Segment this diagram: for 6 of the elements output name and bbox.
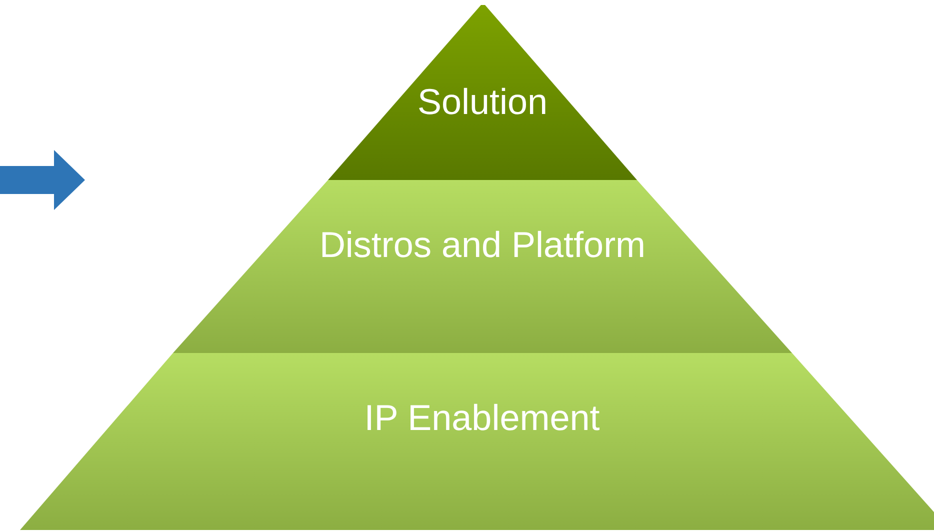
tier-label: Solution: [416, 81, 549, 123]
pyramid-tier: [20, 353, 934, 530]
tier-label: IP Enablement: [363, 397, 601, 439]
pyramid-tier: [328, 5, 637, 180]
tier-label: Distros and Platform: [318, 224, 647, 266]
pyramid-tier: [173, 180, 792, 353]
